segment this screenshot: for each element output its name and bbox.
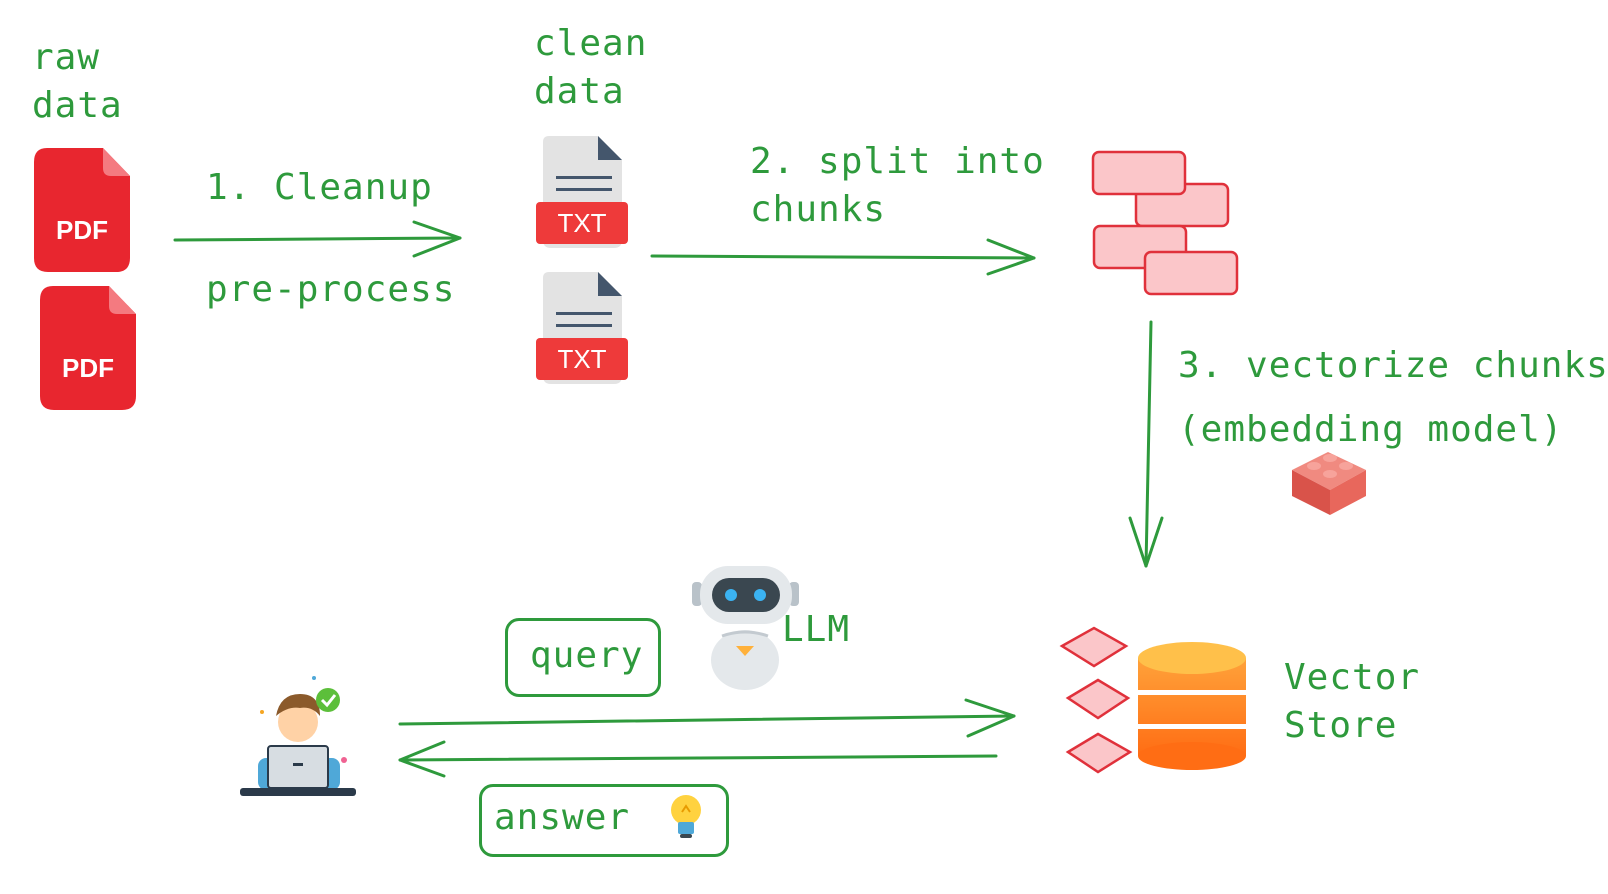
pdf-file-icon: PDF bbox=[34, 148, 130, 272]
lego-brick-icon bbox=[1292, 452, 1366, 515]
vector-store-label: Vector Store bbox=[1284, 654, 1420, 750]
query-label: query bbox=[530, 635, 644, 676]
lightbulb-icon bbox=[671, 795, 701, 838]
raw-data-label-line: data bbox=[32, 85, 123, 126]
vector-diamonds-icon bbox=[1059, 626, 1133, 774]
query-box bbox=[505, 618, 661, 697]
vector-store-label-line: Vector bbox=[1284, 657, 1421, 698]
pdf-badge-text: PDF bbox=[62, 353, 114, 383]
step1-sub-label: pre-process bbox=[206, 269, 456, 310]
arrow-vectorize bbox=[1128, 320, 1164, 568]
step2-label-line: chunks bbox=[750, 189, 887, 230]
clean-data-label-line: data bbox=[534, 71, 625, 112]
pdf-badge-text: PDF bbox=[56, 215, 108, 245]
answer-box bbox=[479, 784, 729, 857]
arrow-answer bbox=[398, 740, 998, 778]
step3-label-line: (embedding model) bbox=[1178, 409, 1564, 450]
raw-data-label: raw data bbox=[32, 34, 123, 130]
arrow-cleanup bbox=[173, 220, 462, 258]
arrow-split-chunks bbox=[650, 238, 1036, 276]
vector-store-label-line: Store bbox=[1284, 705, 1398, 746]
answer-label: answer bbox=[494, 797, 631, 838]
txt-badge-text: TXT bbox=[557, 344, 606, 374]
llm-label: LLM bbox=[782, 609, 851, 650]
raw-data-label-line: raw bbox=[32, 37, 101, 78]
txt-badge-text: TXT bbox=[557, 208, 606, 238]
step2-label-line: 2. split into bbox=[750, 141, 1045, 182]
step2-label: 2. split into chunks bbox=[750, 138, 1045, 234]
step3-label: 3. vectorize chunks (embedding model) bbox=[1178, 334, 1608, 462]
step1-label: 1. Cleanup bbox=[206, 167, 433, 208]
chunks-icon bbox=[1091, 150, 1239, 296]
database-icon bbox=[1138, 642, 1246, 770]
clean-data-label: clean data bbox=[534, 20, 647, 116]
pdf-file-icon: PDF bbox=[40, 286, 136, 410]
txt-file-icon: TXT bbox=[536, 136, 628, 248]
step3-label-line: 3. vectorize chunks bbox=[1178, 345, 1608, 386]
arrow-query bbox=[398, 698, 1016, 738]
robot-icon bbox=[692, 566, 799, 690]
user-at-laptop-icon bbox=[240, 676, 356, 796]
txt-file-icon: TXT bbox=[536, 272, 628, 384]
clean-data-label-line: clean bbox=[534, 23, 648, 64]
